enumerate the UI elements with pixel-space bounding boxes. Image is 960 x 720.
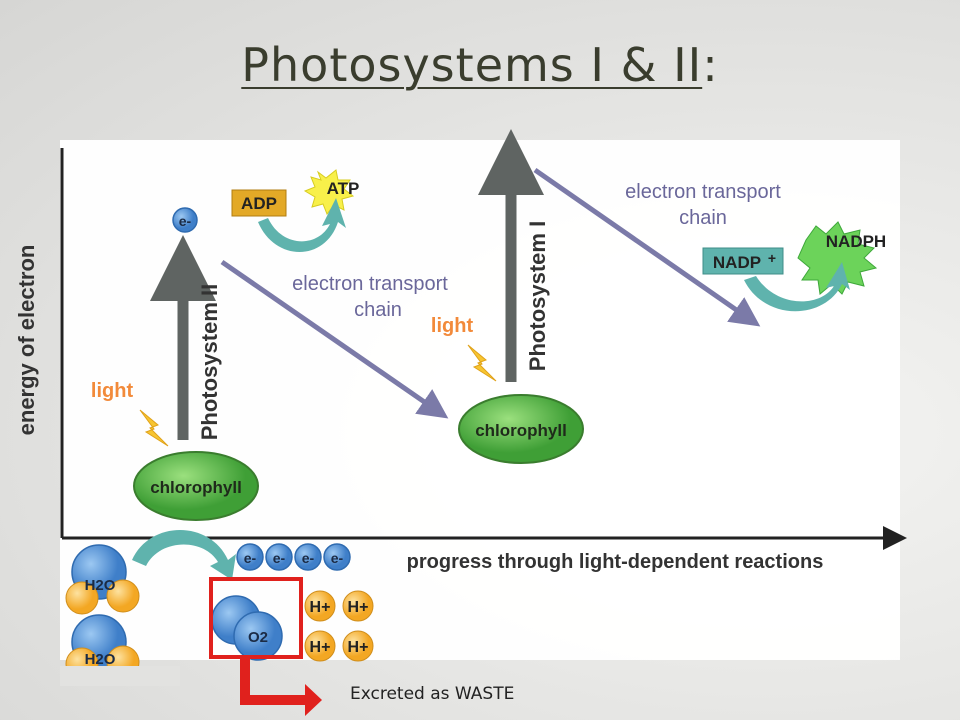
waste-arrow bbox=[240, 659, 322, 716]
etc-1-arrow bbox=[220, 259, 449, 419]
electron-top-label: e- bbox=[179, 213, 192, 229]
hydrogen-label-3: H+ bbox=[310, 639, 331, 656]
nadp-label: NADP bbox=[713, 253, 761, 272]
adp-box bbox=[231, 189, 287, 217]
water-molecule-1: H2O bbox=[65, 544, 140, 615]
adp-atp-curve-arrow bbox=[258, 198, 346, 252]
chlorophyll-oval-2 bbox=[458, 394, 584, 464]
light-label-2: light bbox=[431, 315, 474, 337]
hydrogen-label-1: H+ bbox=[310, 599, 331, 616]
diagram-panel bbox=[60, 140, 900, 660]
photosystem-1-label: Photosystem I bbox=[525, 221, 550, 371]
chlorophyll-oval-1 bbox=[133, 451, 259, 521]
oxygen-label: O2 bbox=[248, 629, 268, 646]
chlorophyll-label-1: chlorophyll bbox=[150, 478, 242, 497]
electron-label-3: e- bbox=[302, 550, 315, 566]
electron-label-2: e- bbox=[273, 550, 286, 566]
x-axis-label: progress through light-dependent reactio… bbox=[407, 551, 824, 573]
atp-label: ATP bbox=[327, 179, 360, 198]
chlorophyll-label-2: chlorophyll bbox=[475, 421, 567, 440]
electrons-row: e- e- e- e- bbox=[236, 543, 351, 571]
oxygen-molecule: O2 bbox=[211, 595, 283, 661]
electron-top-icon bbox=[172, 207, 198, 233]
lightning-bolt-2-icon bbox=[467, 344, 497, 382]
nadp-nadph-curve-arrow bbox=[744, 262, 850, 312]
etc-2-label-line2: chain bbox=[679, 207, 727, 229]
hydrogen-ions: H+ H+ H+ H+ bbox=[304, 590, 374, 662]
y-axis-label: energy of electron bbox=[14, 245, 39, 436]
photosystem-2-label: Photosystem II bbox=[197, 284, 222, 440]
etc-1-label-line2: chain bbox=[354, 299, 402, 321]
etc-2-label-line1: electron transport bbox=[625, 181, 781, 203]
electron-label-4: e- bbox=[331, 550, 344, 566]
adp-label: ADP bbox=[241, 194, 277, 213]
water-mask bbox=[60, 666, 180, 686]
waste-label: Excreted as WASTE bbox=[350, 684, 515, 704]
oxygen-highlight-box bbox=[209, 577, 303, 659]
nadp-box bbox=[702, 247, 784, 275]
water-label-2: H2O bbox=[85, 651, 116, 668]
nadph-starburst-icon bbox=[797, 221, 878, 295]
hydrogen-label-4: H+ bbox=[348, 639, 369, 656]
water-label-1: H2O bbox=[85, 577, 116, 594]
etc-2-arrow bbox=[533, 167, 761, 327]
title-text: Photosystems I & II bbox=[241, 38, 703, 92]
etc-1-label-line1: electron transport bbox=[292, 273, 448, 295]
electron-label-1: e- bbox=[244, 550, 257, 566]
hydrogen-label-2: H+ bbox=[348, 599, 369, 616]
page-title: Photosystems I & II: bbox=[0, 38, 960, 92]
light-label-1: light bbox=[91, 380, 134, 402]
title-colon: : bbox=[702, 38, 719, 92]
water-split-curve-arrow bbox=[132, 530, 236, 580]
nadp-plus-label: + bbox=[768, 250, 776, 266]
lightning-bolt-1-icon bbox=[139, 409, 169, 447]
nadph-label: NADPH bbox=[826, 232, 886, 251]
